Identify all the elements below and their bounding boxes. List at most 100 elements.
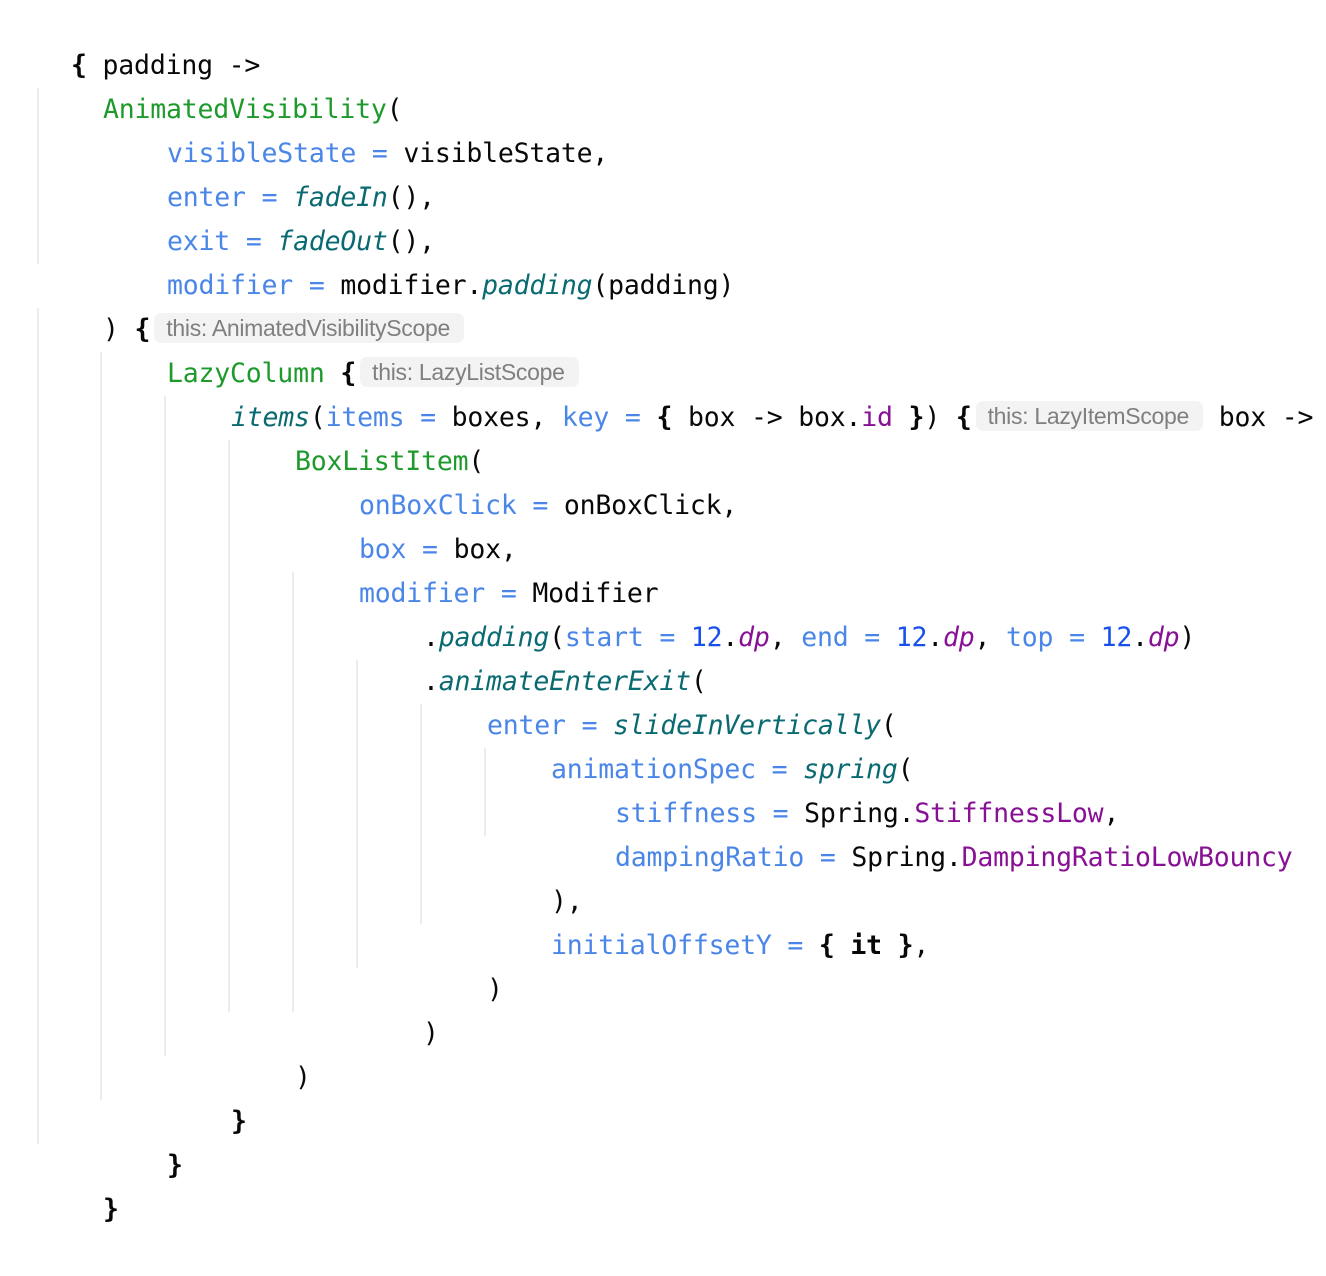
code-line-17: animationSpec = spring( xyxy=(488,704,914,785)
indent-guide xyxy=(37,308,39,1144)
paren: ) xyxy=(103,314,135,345)
paren: ) xyxy=(295,1062,311,1093)
composable-call: AnimatedVisibility xyxy=(103,94,387,125)
named-arg: modifier xyxy=(167,270,294,301)
code-line-25: } xyxy=(168,1056,247,1137)
function-call: spring xyxy=(803,754,898,785)
named-arg: top xyxy=(1006,622,1054,653)
inlay-hint-receiver[interactable]: this: AnimatedVisibilityScope xyxy=(154,313,464,343)
named-arg: enter xyxy=(167,182,246,213)
equals: = xyxy=(230,226,278,257)
brace: } xyxy=(908,402,925,433)
code-line-19: dampingRatio = Spring.DampingRatioLowBou… xyxy=(552,792,1293,873)
equals: = xyxy=(516,490,564,521)
equals: = xyxy=(756,798,805,829)
code-line-6: modifier = modifier.padding(padding) xyxy=(104,220,734,301)
value: onBoxClick, xyxy=(563,490,738,521)
brace: { xyxy=(656,402,673,433)
paren: ) xyxy=(423,1018,439,1049)
code-line-9: items(items = boxes, key = { box -> box.… xyxy=(168,352,1313,433)
equals: = xyxy=(609,402,657,433)
indent-guide xyxy=(164,396,166,1056)
equals: = xyxy=(804,842,852,873)
comma: , xyxy=(769,622,802,653)
code-editor[interactable]: { padding -> AnimatedVisibility( visible… xyxy=(0,0,1326,1225)
equals: = xyxy=(356,138,404,169)
value: Modifier xyxy=(532,578,659,609)
punct: (padding) xyxy=(592,270,735,301)
equals: = xyxy=(485,578,533,609)
comma: , xyxy=(974,622,1007,653)
inlay-hint-receiver[interactable]: this: LazyListScope xyxy=(360,357,579,387)
named-arg: visibleState xyxy=(167,138,357,169)
extension-property: dp xyxy=(738,622,770,653)
brace: } xyxy=(167,1150,183,1181)
paren: ( xyxy=(309,402,326,433)
indent-guide xyxy=(420,704,422,924)
code-line-23: ) xyxy=(360,968,439,1049)
named-arg: start xyxy=(564,622,644,653)
brace: } xyxy=(231,1106,247,1137)
extension-property: dp xyxy=(943,622,975,653)
code-line-24: ) xyxy=(232,1012,311,1093)
equals: = xyxy=(293,270,341,301)
brace: } xyxy=(103,1194,119,1225)
lambda-param: box -> xyxy=(1203,402,1314,433)
equals: = xyxy=(848,622,896,653)
indent-guide xyxy=(228,440,230,1012)
paren: ( xyxy=(690,666,707,697)
equals: = xyxy=(406,534,454,565)
inlay-hint-receiver[interactable]: this: LazyItemScope xyxy=(975,401,1203,431)
code-line-2: AnimatedVisibility( xyxy=(40,44,403,125)
named-arg: initialOffsetY xyxy=(551,930,772,961)
named-arg: dampingRatio xyxy=(615,842,805,873)
paren: ( xyxy=(897,754,914,785)
extension-property: dp xyxy=(1147,622,1180,653)
number: 12 xyxy=(690,622,723,653)
indent-guide xyxy=(100,352,102,1100)
brace: { xyxy=(340,358,357,389)
function-call: fadeIn xyxy=(293,182,388,213)
comma: , xyxy=(913,930,930,961)
dot: . xyxy=(1132,622,1148,653)
named-arg: animationSpec xyxy=(551,754,756,785)
code-line-3: visibleState = visibleState, xyxy=(104,88,608,169)
paren: ) xyxy=(924,402,956,433)
dot: . xyxy=(927,622,944,653)
value: Spring. xyxy=(804,798,915,829)
punct: ), xyxy=(551,886,583,917)
equals: = xyxy=(755,754,804,785)
comma: , xyxy=(1103,798,1120,829)
code-line-26: } xyxy=(104,1100,183,1181)
paren: ( xyxy=(468,446,485,477)
paren: ) xyxy=(487,974,503,1005)
named-arg: enter xyxy=(487,710,566,741)
function-call: padding xyxy=(438,622,550,653)
named-arg: exit xyxy=(167,226,231,257)
code-line-5: exit = fadeOut(), xyxy=(104,176,435,257)
code-line-20: ), xyxy=(488,836,583,917)
code-line-4: enter = fadeIn(), xyxy=(104,132,435,213)
brace: { xyxy=(955,402,972,433)
code-line-16: enter = slideInVertically( xyxy=(424,660,897,741)
named-arg: box xyxy=(359,534,407,565)
value: Spring. xyxy=(851,842,962,873)
indent-guide xyxy=(356,660,358,968)
code-line-7: ) {this: AnimatedVisibilityScope xyxy=(40,264,464,345)
code-line-12: box = box, xyxy=(296,484,517,565)
property: DampingRatioLowBouncy xyxy=(961,842,1293,873)
code-line-1: { padding -> xyxy=(8,0,260,81)
indent-guide xyxy=(484,748,486,836)
code-line-21: initialOffsetY = { it }, xyxy=(488,880,929,961)
number: 12 xyxy=(895,622,928,653)
composable-call: LazyColumn xyxy=(167,358,325,389)
value: visibleState, xyxy=(403,138,609,169)
equals: = xyxy=(565,710,614,741)
it-keyword: it xyxy=(834,930,898,961)
code-line-14: .padding(start = 12.dp, end = 12.dp, top… xyxy=(360,572,1195,653)
value: modifier. xyxy=(340,270,483,301)
code-line-11: onBoxClick = onBoxClick, xyxy=(296,440,737,521)
code-line-22: ) xyxy=(424,924,503,1005)
function-call: padding xyxy=(482,270,593,301)
brace: } xyxy=(897,930,914,961)
